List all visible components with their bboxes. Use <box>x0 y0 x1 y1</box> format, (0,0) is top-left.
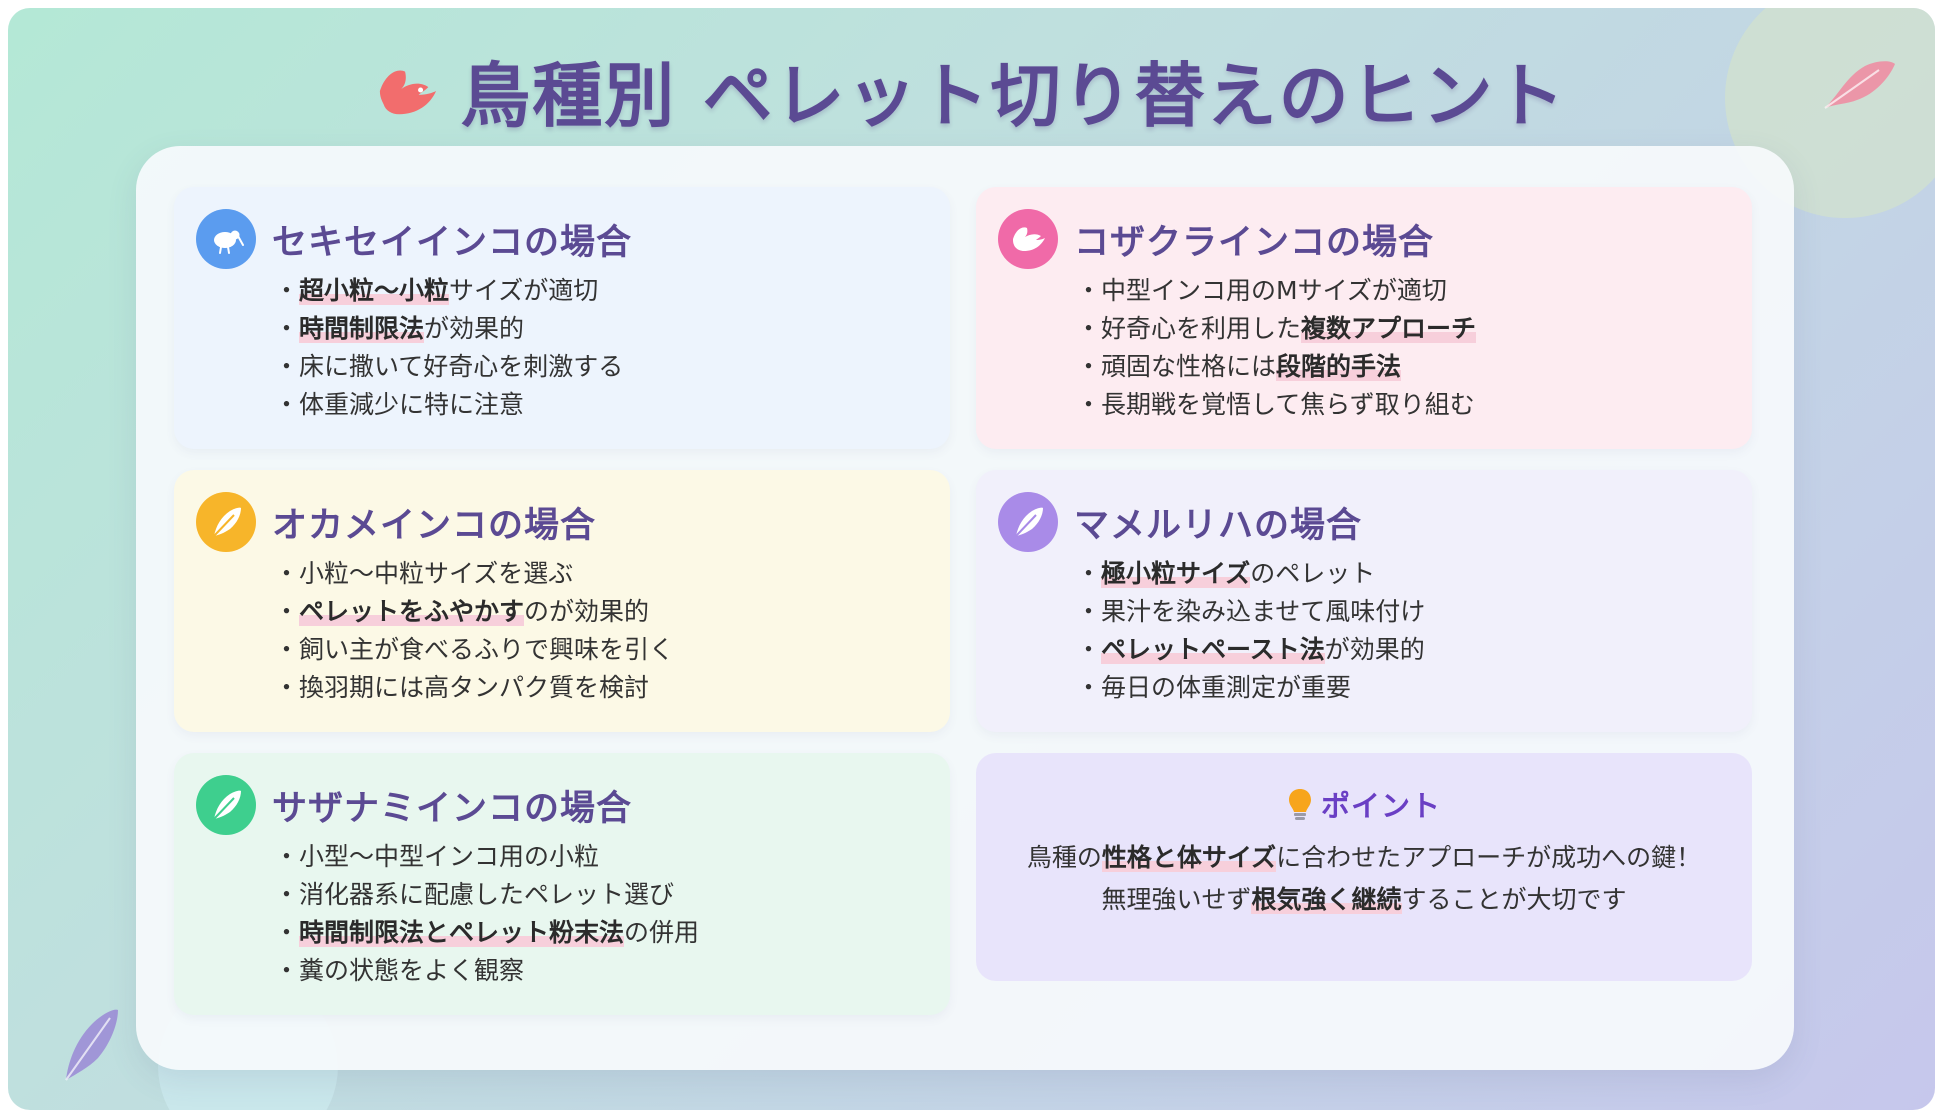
feather-icon <box>213 507 241 537</box>
kiwi-bird-icon <box>214 230 244 254</box>
card-lineolated-parakeet: サザナミインコの場合 小型〜中型インコ用の小粒 消化器系に配慮したペレット選び … <box>174 753 950 1015</box>
dove-icon <box>1013 227 1045 251</box>
feather-icon <box>1824 61 1895 109</box>
list-item: 果汁を染み込ませて風味付け <box>1076 593 1425 631</box>
card-title: セキセイインコの場合 <box>272 222 633 263</box>
point-text: 鳥種の性格と体サイズに合わせたアプローチが成功への鍵！ 無理強いせず根気強く継続… <box>1026 843 1702 914</box>
list-item: 換羽期には高タンパク質を検討 <box>274 669 674 707</box>
card-list: 極小粒サイズのペレット 果汁を染み込ませて風味付け ペレットペースト法が効果的 … <box>1076 555 1425 707</box>
list-item: ペレットペースト法が効果的 <box>1076 631 1425 669</box>
card-title: サザナミインコの場合 <box>272 788 633 829</box>
list-item: 極小粒サイズのペレット <box>1076 555 1425 593</box>
feather-icon <box>1015 507 1043 537</box>
list-item: 飼い主が食べるふりで興味を引く <box>274 631 674 669</box>
card-pacific-parrotlet: マメルリハの場合 極小粒サイズのペレット 果汁を染み込ませて風味付け ペレットペ… <box>976 470 1752 732</box>
card-lovebird: コザクラインコの場合 中型インコ用のMサイズが適切 好奇心を利用した複数アプロー… <box>976 187 1752 449</box>
card-title: マメルリハの場合 <box>1074 505 1363 546</box>
title-bar: 鳥種別 ペレット切り替えのヒント <box>0 40 1943 141</box>
list-item: 床に撒いて好奇心を刺激する <box>274 348 623 386</box>
card-list: 中型インコ用のMサイズが適切 好奇心を利用した複数アプローチ 頑固な性格には段階… <box>1076 272 1477 424</box>
feather-icon <box>65 1009 118 1081</box>
card-title: オカメインコの場合 <box>272 505 597 546</box>
list-item: 好奇心を利用した複数アプローチ <box>1076 310 1477 348</box>
list-item: ペレットをふやかすのが効果的 <box>274 593 674 631</box>
card-cockatiel: オカメインコの場合 小粒〜中粒サイズを選ぶ ペレットをふやかすのが効果的 飼い主… <box>174 470 950 732</box>
card-list: 小型〜中型インコ用の小粒 消化器系に配慮したペレット選び 時間制限法とペレット粉… <box>274 838 699 990</box>
list-item: 長期戦を覚悟して焦らず取り組む <box>1076 386 1476 424</box>
list-item: 体重減少に特に注意 <box>274 386 623 424</box>
card-title: コザクラインコの場合 <box>1074 222 1435 263</box>
card-badge <box>196 209 256 269</box>
card-list: 超小粒〜小粒サイズが適切 時間制限法が効果的 床に撒いて好奇心を刺激する 体重減… <box>274 272 623 424</box>
card-badge <box>196 492 256 552</box>
list-item: 超小粒〜小粒サイズが適切 <box>274 272 623 310</box>
page-title: 鳥種別 ペレット切り替えのヒント <box>460 55 1567 137</box>
list-item: 時間制限法とペレット粉末法の併用 <box>274 914 699 952</box>
card-budgerigar: セキセイインコの場合 超小粒〜小粒サイズが適切 時間制限法が効果的 床に撒いて好… <box>174 187 950 449</box>
point-title: ポイント <box>1320 789 1441 823</box>
card-badge <box>998 492 1058 552</box>
list-item: 頑固な性格には段階的手法 <box>1076 348 1476 386</box>
dove-icon <box>380 69 437 114</box>
point-box: ポイント 鳥種の性格と体サイズに合わせたアプローチが成功への鍵！ 無理強いせず根… <box>976 753 1752 981</box>
lightbulb-icon <box>1288 789 1311 820</box>
list-item: 糞の状態をよく観察 <box>274 952 699 990</box>
card-badge <box>196 775 256 835</box>
list-item: 小粒〜中粒サイズを選ぶ <box>274 555 674 593</box>
card-list: 小粒〜中粒サイズを選ぶ ペレットをふやかすのが効果的 飼い主が食べるふりで興味を… <box>274 555 674 707</box>
list-item: 時間制限法が効果的 <box>274 310 623 348</box>
list-item: 中型インコ用のMサイズが適切 <box>1076 272 1476 310</box>
list-item: 消化器系に配慮したペレット選び <box>274 876 699 914</box>
list-item: 小型〜中型インコ用の小粒 <box>274 838 699 876</box>
card-badge <box>998 209 1058 269</box>
list-item: 毎日の体重測定が重要 <box>1076 669 1425 707</box>
feather-icon <box>213 790 241 820</box>
